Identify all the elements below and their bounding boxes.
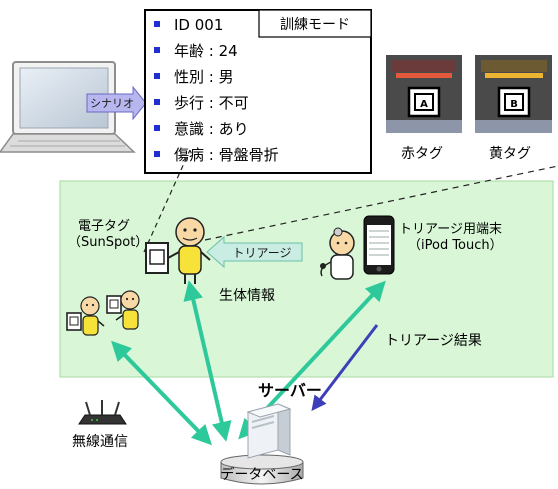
svg-text:A: A xyxy=(420,99,428,110)
triage-arrow: トリアージ xyxy=(206,235,303,269)
server-icon xyxy=(246,403,292,459)
doctor-figure-icon xyxy=(320,227,355,280)
info-item: 歩行 : 不可 xyxy=(174,94,249,112)
red-tag-photo: A xyxy=(386,55,462,133)
server-label: サーバー xyxy=(258,381,322,400)
ipod-touch-icon xyxy=(363,215,395,275)
triage-result-label: トリアージ結果 xyxy=(385,333,482,349)
red-tag-label: 赤タグ xyxy=(401,146,443,162)
wireless-label: 無線通信 xyxy=(72,434,128,450)
patient-figure-small-right-icon xyxy=(106,290,140,330)
terminal-label-1: トリアージ用端末 xyxy=(399,222,502,237)
patient-figure-small-left-icon xyxy=(66,296,105,336)
database-icon xyxy=(220,454,304,485)
info-bullet xyxy=(154,73,160,79)
vital-info-label: 生体情報 xyxy=(219,288,275,304)
svg-text:B: B xyxy=(510,99,518,110)
info-item: 傷病 : 骨盤骨折 xyxy=(174,146,279,164)
info-item: 年齢 : 24 xyxy=(174,42,238,60)
yellow-tag-photo: B xyxy=(475,55,552,133)
info-item: ID 001 xyxy=(174,16,223,34)
arrow-triage-result xyxy=(311,324,379,411)
electronic-tag-label-2: （SunSpot） xyxy=(68,235,148,250)
info-item: 意識 : あり xyxy=(174,120,249,138)
callout-line-right xyxy=(204,165,558,241)
terminal-label-2: （iPod Touch） xyxy=(408,238,503,253)
callout-line-left xyxy=(143,149,191,253)
electronic-tag-label-1: 電子タグ xyxy=(78,219,130,234)
yellow-tag-label: 黄タグ xyxy=(489,145,531,162)
triage-arrow-label: トリアージ xyxy=(232,246,291,260)
router-icon xyxy=(78,400,127,425)
info-item: 性別 : 男 xyxy=(174,68,234,86)
info-bullet xyxy=(154,99,160,105)
scenario-label: シナリオ xyxy=(90,97,134,110)
patient-figure-icon xyxy=(145,217,211,284)
database-label: データベース xyxy=(220,466,303,483)
info-bullet xyxy=(154,21,160,27)
mode-label: 訓練モード xyxy=(280,17,350,33)
info-bullet xyxy=(154,125,160,131)
scenario-arrow: シナリオ xyxy=(86,85,147,121)
info-bullet xyxy=(154,151,160,157)
info-bullet xyxy=(154,47,160,53)
arrow-main-patient xyxy=(183,280,232,442)
